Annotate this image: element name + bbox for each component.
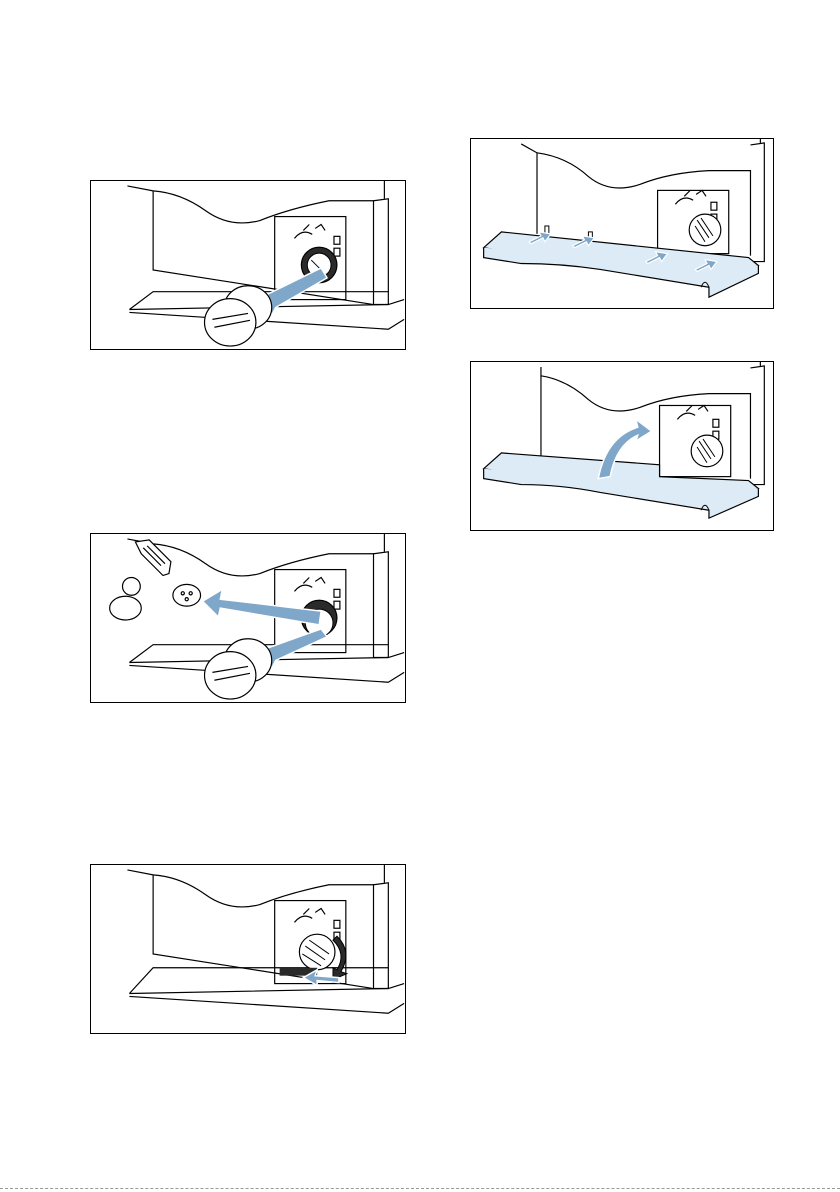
close-service-flap-icon (471, 362, 773, 530)
remove-drain-pump-filter-illustration (90, 180, 406, 350)
attach-service-flap-illustration (470, 138, 774, 309)
remove-drain-pump-filter-icon (91, 181, 405, 349)
refit-drain-pump-filter-illustration (90, 864, 406, 1034)
close-service-flap-illustration (470, 361, 774, 531)
attach-service-flap-icon (471, 139, 773, 308)
clean-foreign-objects-icon (91, 534, 405, 702)
refit-drain-pump-filter-icon (91, 865, 405, 1033)
clean-foreign-objects-illustration (90, 533, 406, 703)
page-bottom-rule (0, 1188, 840, 1189)
